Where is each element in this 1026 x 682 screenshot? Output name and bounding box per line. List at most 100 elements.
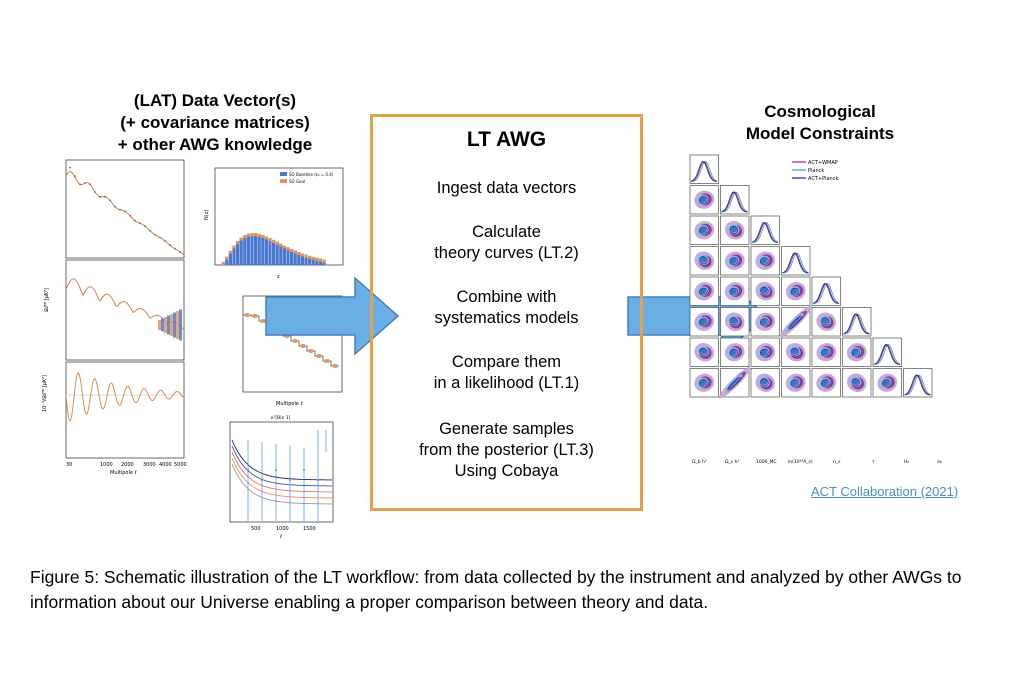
contour-planck-inner <box>729 349 737 356</box>
contour-planck-inner <box>699 227 707 234</box>
contour-planck-inner <box>790 288 798 295</box>
nz-bar <box>261 235 265 265</box>
contour-planck-inner <box>821 379 829 386</box>
nz-bar-cap <box>221 262 225 265</box>
nz-bar-cap <box>293 250 297 254</box>
nz-bar <box>315 257 319 265</box>
cl2-title: κᵀ[Bin 1] <box>271 415 291 421</box>
contour-planck-inner <box>882 379 890 386</box>
tt-point <box>134 219 136 222</box>
contour-act-planck <box>790 347 800 356</box>
left-flow-arrow <box>265 276 400 356</box>
ee-error-bar <box>170 314 173 336</box>
data-vector-plots: 𝒟ℓᴱᴱ [μK²] 10⁻³ℓ𝒟ℓᵀᴱ [μK²] 30 1000 2000 … <box>42 159 344 540</box>
contour-act-planck <box>729 287 739 296</box>
cl2-line <box>231 463 332 505</box>
act-collaboration-link[interactable]: ACT Collaboration (2021) <box>811 484 959 499</box>
lt-awg-box <box>370 114 643 511</box>
te-tick-3: 3000 <box>143 462 156 468</box>
triangle-legend: ACT+WMAP Planck ACT+Planck <box>792 160 838 182</box>
ee-error-bar <box>161 318 164 332</box>
nz-bar-cap <box>300 253 304 257</box>
contour-act-planck <box>790 287 800 296</box>
contour-planck-inner <box>760 318 768 325</box>
param-label-6: H₀ <box>904 459 909 465</box>
te-theory-curve <box>65 372 185 422</box>
contour-act-planck <box>729 348 739 357</box>
marginal-curve <box>904 374 931 396</box>
contour-planck-inner <box>699 288 707 295</box>
nz-bar-cap <box>286 247 290 251</box>
contour-act-planck <box>699 379 708 387</box>
nz-bar-cap <box>254 233 258 237</box>
ee-ylabel: 𝒟ℓᴱᴱ [μK²] <box>44 288 50 312</box>
tt-point <box>74 175 76 177</box>
ee-error-bar <box>167 315 170 335</box>
tt-point <box>79 183 81 186</box>
contour-act-planck <box>699 196 708 204</box>
tt-point <box>84 182 86 184</box>
ee-error-bar <box>179 309 182 341</box>
cl-point <box>261 319 265 323</box>
cl2-point <box>303 469 305 471</box>
te-ylabel: 10⁻³ℓ𝒟ℓᵀᴱ [μK²] <box>42 375 48 412</box>
marginal-curve <box>812 283 840 304</box>
tt-point <box>94 191 96 193</box>
step-combine: Combine with systematics models <box>370 287 643 329</box>
marginal-curve <box>690 161 718 182</box>
redshift-distribution-plot: SO Baseline (ε₀ = 0.4) SO Goal z N(z) <box>204 167 344 280</box>
data-vector-heading-line2: (+ covariance matrices) <box>120 113 310 132</box>
nz-bar <box>254 233 258 265</box>
nz-bar <box>250 233 254 265</box>
nz-bar <box>311 256 315 265</box>
contour-act-planck <box>729 317 739 326</box>
contour-planck-inner <box>729 257 737 264</box>
step-calculate: Calculate theory curves (LT.2) <box>370 222 643 264</box>
contour-act-planck <box>760 257 769 265</box>
nz-bar-cap <box>232 245 236 249</box>
nz-bar <box>268 238 272 265</box>
tt-point <box>119 208 121 211</box>
cl2-point <box>247 469 249 471</box>
ee-error-bar <box>173 312 176 338</box>
contour-act-planck <box>727 376 741 391</box>
ee-spectrum-plot: 𝒟ℓᴱᴱ [μK²] <box>44 259 185 361</box>
param-label-3: ln(10¹⁰A_s) <box>788 459 813 465</box>
nz-bar-cap <box>308 255 312 259</box>
contour-act-planck <box>729 257 739 265</box>
nz-bar <box>290 248 294 265</box>
te-tick-0: 30 <box>66 462 72 468</box>
marginal-curve <box>873 344 901 365</box>
marginal-curve <box>904 374 931 396</box>
tt-point <box>109 199 111 202</box>
nz-bar-cap <box>239 237 243 241</box>
tt-point <box>154 233 156 236</box>
marginal-curve <box>812 283 840 304</box>
nz-bar-cap <box>318 258 322 262</box>
nz-bar-cap <box>268 238 272 242</box>
tt-point <box>149 229 151 232</box>
contour-act-planck <box>851 378 861 387</box>
nz-bar <box>236 240 240 265</box>
nz-bar <box>318 258 322 265</box>
nz-bar <box>225 256 229 265</box>
nz-bar-cap <box>264 236 268 240</box>
nz-bar <box>286 247 290 265</box>
contour-planck-inner <box>760 378 768 385</box>
contour-act-planck <box>760 378 769 387</box>
marginal-curve <box>751 222 779 243</box>
param-label-2: 100θ_MC <box>756 459 777 465</box>
nz-bar <box>300 253 304 265</box>
marginal-curve <box>843 313 870 335</box>
nz-xlabel: z <box>277 274 280 280</box>
nz-bar <box>272 239 276 265</box>
contour-planck-inner <box>788 316 800 328</box>
param-label-0: Ω_b h² <box>692 459 707 465</box>
contour-planck-inner <box>729 288 737 295</box>
nz-ylabel: N(z) <box>204 210 210 220</box>
contour-act-planck <box>699 318 708 326</box>
contour-act-planck <box>699 226 708 235</box>
nz-bar <box>304 254 308 265</box>
cl2-point <box>317 479 319 481</box>
data-vector-heading-line3: + other AWG knowledge <box>117 135 313 154</box>
